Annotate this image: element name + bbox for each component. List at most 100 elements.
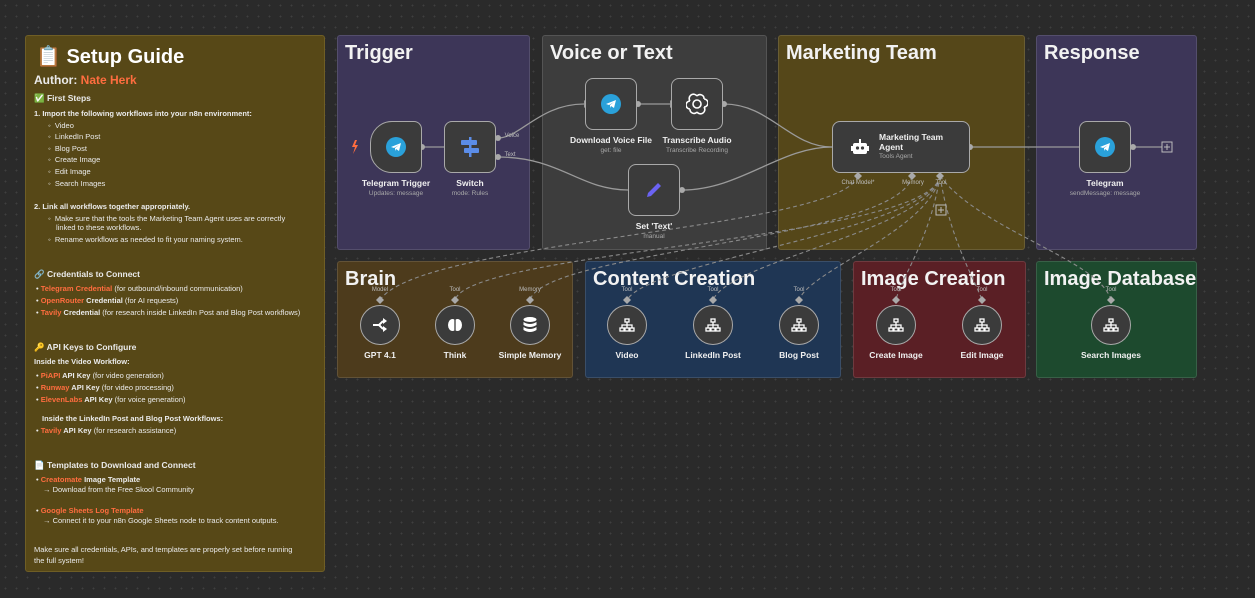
node-subtitle: Tools Agent <box>879 153 913 160</box>
credential-item: • Telegram Credential (for outbound/inbo… <box>36 284 243 293</box>
transcribe-audio-node[interactable] <box>671 78 723 130</box>
node-label: GPT 4.1 <box>364 350 396 360</box>
group-title: Trigger <box>345 42 413 64</box>
node-label: Simple Memory <box>498 350 562 360</box>
sitemap-icon <box>974 318 990 332</box>
template-item-note: → Connect it to your n8n Google Sheets n… <box>43 516 279 525</box>
switch-icon <box>461 137 479 157</box>
robot-icon <box>851 139 869 154</box>
node-label: Search Images <box>1080 350 1142 360</box>
download-voice-file-node[interactable] <box>585 78 637 130</box>
workflow-item: ◦ Edit Image <box>48 167 91 176</box>
node-label: Create Image <box>869 350 923 360</box>
api-key-item: • Tavily API Key (for research assistanc… <box>36 426 177 435</box>
api-key-item: • Runway API Key (for video processing) <box>36 383 174 392</box>
group-title: Marketing Team <box>786 42 937 64</box>
step-2-rename: ◦ Rename workflows as needed to fit your… <box>48 235 243 244</box>
think-tool-node[interactable] <box>435 305 475 345</box>
linkedin-post-tool-node[interactable] <box>693 305 733 345</box>
node-subtitle: get: file <box>600 147 622 154</box>
node-label: Set 'Text' <box>635 221 673 231</box>
telegram-icon <box>386 137 406 157</box>
edit-image-tool-node[interactable] <box>962 305 1002 345</box>
gpt-model-node[interactable] <box>360 305 400 345</box>
node-subtitle: sendMessage: message <box>1069 190 1141 197</box>
openrouter-icon <box>373 318 387 332</box>
port-label: Model <box>371 287 389 293</box>
telegram-trigger-node[interactable] <box>370 121 422 173</box>
template-item: • Google Sheets Log Template <box>36 506 144 515</box>
output-label-text: Text <box>504 152 516 158</box>
blog-post-tool-node[interactable] <box>779 305 819 345</box>
step-2-detail-cont: linked to these workflows. <box>56 223 142 232</box>
telegram-icon <box>601 94 621 114</box>
node-subtitle: Transcribe Recording <box>666 147 728 154</box>
database-icon <box>523 317 537 332</box>
node-label: Video <box>615 350 639 360</box>
port-label: Tool <box>1105 287 1117 293</box>
port-label: Tool <box>707 287 719 293</box>
node-label: Telegram <box>1086 178 1124 188</box>
templates-heading: 📄 Templates to Download and Connect <box>34 460 196 470</box>
port-label: Tool <box>890 287 902 293</box>
simple-memory-node[interactable] <box>510 305 550 345</box>
sitemap-icon <box>791 318 807 332</box>
workflow-item: ◦ Create Image <box>48 155 101 164</box>
node-label: LinkedIn Post <box>685 350 741 360</box>
template-item: • Creatomate Image Template <box>36 475 141 484</box>
template-item-note: → Download from the Free Skool Community <box>43 485 194 494</box>
port-label-tool: Tool <box>935 180 947 186</box>
port-label: Tool <box>621 287 633 293</box>
step-1: 1. Import the following workflows into y… <box>34 109 252 118</box>
port-label: Memory <box>519 287 541 293</box>
port-label: Tool <box>449 287 461 293</box>
workflow-item: ◦ Blog Post <box>48 144 87 153</box>
video-tool-node[interactable] <box>607 305 647 345</box>
credential-item: • Tavily Credential (for research inside… <box>36 308 301 317</box>
node-label: Think <box>443 350 467 360</box>
node-label: Blog Post <box>779 350 819 360</box>
sitemap-icon <box>1103 318 1119 332</box>
search-images-tool-node[interactable] <box>1091 305 1131 345</box>
workflow-item: ◦ Video <box>48 121 74 130</box>
node-subtitle: manual <box>643 233 665 240</box>
group-title: Response <box>1044 42 1140 64</box>
setup-guide-note[interactable]: 📋 Setup Guide Author: Nate Herk ✅ First … <box>25 35 325 572</box>
step-2: 2. Link all workflows together appropria… <box>34 202 191 211</box>
group-trigger[interactable]: Trigger <box>337 35 530 250</box>
node-label: Switch <box>456 178 484 188</box>
output-label-voice: Voice <box>504 133 520 139</box>
guide-footer-cont: the full system! <box>34 556 85 565</box>
telegram-icon <box>1095 137 1115 157</box>
step-2-detail: ◦ Make sure that the tools the Marketing… <box>48 214 286 223</box>
credential-item: • OpenRouter Credential (for AI requests… <box>36 296 179 305</box>
group-title: Image Database <box>1044 268 1197 290</box>
sitemap-icon <box>705 318 721 332</box>
openai-icon <box>686 93 708 115</box>
brain-icon <box>448 319 462 331</box>
node-label: Transcribe Audio <box>662 135 732 145</box>
node-label: Agent <box>879 142 904 152</box>
guide-title: 📋 Setup Guide <box>36 46 185 68</box>
node-label: Edit Image <box>960 350 1004 360</box>
marketing-team-agent-node[interactable]: Marketing Team Agent Tools Agent <box>832 121 970 173</box>
switch-node[interactable] <box>444 121 496 173</box>
guide-footer: Make sure all credentials, APIs, and tem… <box>34 545 293 554</box>
api-key-item: • ElevenLabs API Key (for voice generati… <box>36 395 186 404</box>
set-text-node[interactable] <box>628 164 680 216</box>
group-title: Content Creation <box>593 268 756 290</box>
node-subtitle: mode: Rules <box>451 190 489 197</box>
node-label: Download Voice File <box>569 135 653 145</box>
group-title: Voice or Text <box>550 42 673 64</box>
node-label: Marketing Team <box>879 132 944 142</box>
workflow-item: ◦ LinkedIn Post <box>48 132 101 141</box>
sitemap-icon <box>619 318 635 332</box>
telegram-send-node[interactable] <box>1079 121 1131 173</box>
create-image-tool-node[interactable] <box>876 305 916 345</box>
api-keys-heading: 🔑 API Keys to Configure <box>34 342 137 352</box>
port-label: Tool <box>793 287 805 293</box>
sitemap-icon <box>888 318 904 332</box>
port-label-chat-model: Chat Model* <box>841 180 875 186</box>
workflow-item: ◦ Search Images <box>48 179 106 188</box>
port-label: Tool <box>976 287 988 293</box>
